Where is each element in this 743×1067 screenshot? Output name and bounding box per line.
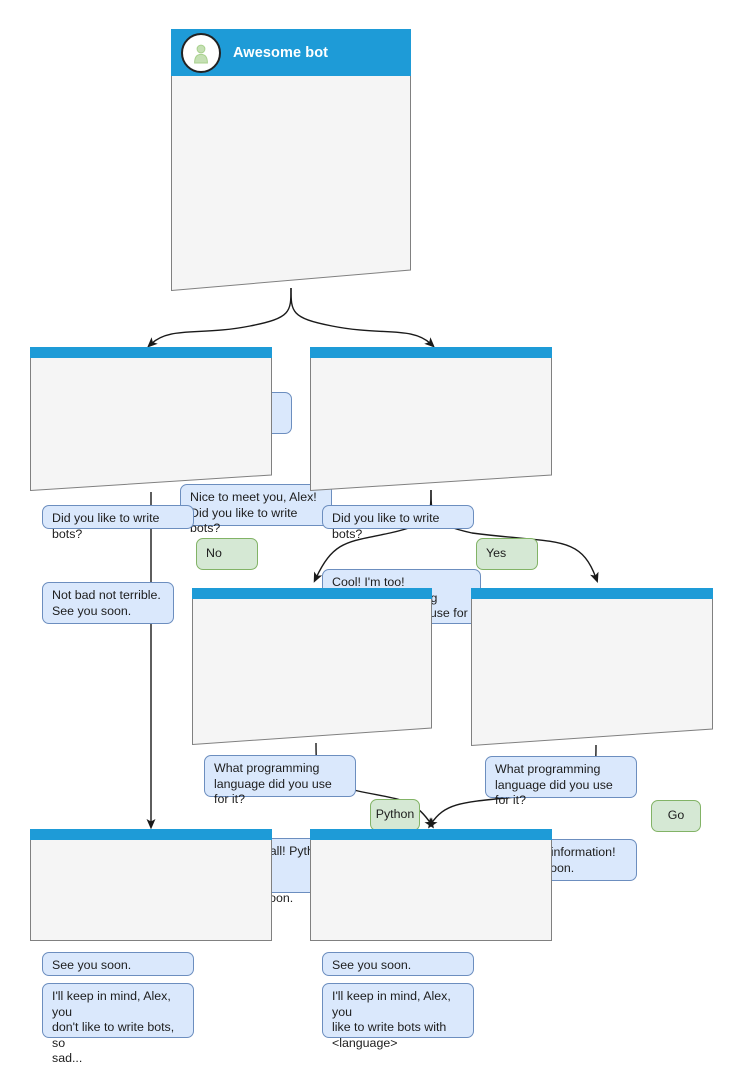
bubble-bot-see-you-soon[interactable]: See you soon.: [322, 952, 474, 976]
connector-root-to-yes: [290, 287, 435, 348]
node-no-branch-titlebar: [30, 347, 272, 358]
node-end-no[interactable]: See you soon. I'll keep in mind, Alex, y…: [30, 829, 272, 1065]
bubble-bot-nice-to-meet[interactable]: Nice to meet you, Alex! Did you like to …: [180, 484, 332, 535]
node-end-no-titlebar: [30, 829, 272, 840]
bubble-bot-did-you-like[interactable]: Did you like to write bots?: [42, 505, 194, 541]
node-python-branch-titlebar: [192, 588, 432, 599]
bubble-bot-did-you-like[interactable]: Did you like to write bots?: [322, 505, 474, 541]
node-no-branch[interactable]: Did you like to write bots? No Not bad n…: [30, 347, 272, 624]
node-yes-branch[interactable]: Did you like to write bots? Yes Cool! I'…: [310, 347, 552, 636]
connector-root-to-no: [147, 287, 292, 348]
node-yes-branch-titlebar: [310, 347, 552, 358]
bubble-bot-what-language[interactable]: What programming language did you use fo…: [485, 756, 637, 807]
bubble-bot-see-you-soon[interactable]: See you soon.: [42, 952, 194, 976]
flow-diagram-canvas: Awesome bot /start Hi there! What's your…: [30, 29, 713, 1065]
bubble-bot-keep-in-mind[interactable]: I'll keep in mind, Alex, you like to wri…: [322, 983, 474, 1050]
bubble-bot-not-bad[interactable]: Not bad not terrible. See you soon.: [42, 582, 174, 624]
node-end-yes[interactable]: See you soon. I'll keep in mind, Alex, y…: [310, 829, 552, 1050]
node-root-title: Awesome bot: [233, 44, 329, 61]
bubble-user-yes[interactable]: Yes: [476, 538, 538, 570]
bubble-user-go[interactable]: Go: [651, 800, 701, 832]
bubble-bot-keep-in-mind[interactable]: I'll keep in mind, Alex, you don't like …: [42, 983, 194, 1065]
person-avatar-icon: [181, 32, 221, 73]
bubble-user-python[interactable]: Python: [370, 799, 420, 831]
bubble-bot-what-language[interactable]: What programming language did you use fo…: [204, 755, 356, 806]
node-go-branch[interactable]: What programming language did you use fo…: [471, 588, 713, 881]
bubble-user-no[interactable]: No: [196, 538, 258, 570]
node-end-yes-titlebar: [310, 829, 552, 840]
node-root-titlebar: Awesome bot: [171, 29, 411, 76]
node-python-branch[interactable]: What programming language did you use fo…: [192, 588, 432, 905]
node-go-branch-titlebar: [471, 588, 713, 599]
node-root[interactable]: Awesome bot /start Hi there! What's your…: [171, 29, 411, 535]
